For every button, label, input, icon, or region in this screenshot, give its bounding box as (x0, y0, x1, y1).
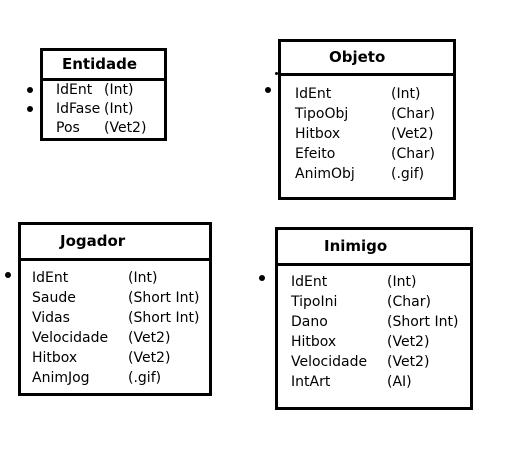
entity-inimigo: Inimigo IdEnt (Int) TipoIni (Char) Dano … (275, 227, 473, 410)
field-name: Hitbox (32, 350, 78, 366)
entity-title-text: Entidade (62, 55, 138, 73)
field-type: (Vet2) (387, 354, 430, 370)
field-name: TipoObj (295, 106, 349, 122)
field-row: AnimJog (.gif) (21, 368, 209, 388)
field-name: Velocidade (32, 330, 109, 346)
field-type: (.gif) (391, 166, 425, 182)
field-row: Dano (Short Int) (278, 312, 470, 332)
field-name: Dano (291, 314, 328, 330)
field-row: IdFase (Int) (43, 99, 164, 119)
field-type: (Int) (387, 274, 417, 290)
field-type: (Vet2) (387, 334, 430, 350)
field-row: AnimObj (.gif) (281, 164, 453, 184)
field-row: Velocidade (Vet2) (21, 328, 209, 348)
field-type: (Char) (391, 106, 435, 122)
field-name: Hitbox (291, 334, 337, 350)
field-type: (Char) (387, 294, 431, 310)
field-row: IdEnt (Int) (281, 84, 453, 104)
field-type: (Int) (104, 101, 134, 117)
field-type: (Char) (391, 146, 435, 162)
field-row: Saude (Short Int) (21, 288, 209, 308)
field-type: (Vet2) (128, 350, 171, 366)
field-name: IntArt (291, 374, 331, 390)
field-type: (Vet2) (128, 330, 171, 346)
entity-title: Objeto (281, 42, 453, 76)
field-type: (.gif) (128, 370, 162, 386)
entity-title-text: Jogador (60, 232, 126, 250)
field-row: Hitbox (Vet2) (21, 348, 209, 368)
field-type: (Vet2) (104, 120, 147, 136)
field-row: Velocidade (Vet2) (278, 352, 470, 372)
field-name: Hitbox (295, 126, 341, 142)
field-name: IdEnt (291, 274, 328, 290)
field-name: AnimObj (295, 166, 355, 182)
entity-objeto: Objeto IdEnt (Int) TipoObj (Char) Hitbox… (278, 39, 456, 200)
bullet-marker (27, 87, 33, 93)
field-name: IdEnt (56, 82, 93, 98)
field-type: (Int) (104, 82, 134, 98)
entity-entidade: Entidade IdEnt (Int) IdFase (Int) Pos (V… (40, 48, 167, 141)
field-row: TipoIni (Char) (278, 292, 470, 312)
field-row: Hitbox (Vet2) (281, 124, 453, 144)
field-type: (Int) (391, 86, 421, 102)
entity-title-text: Inimigo (324, 237, 388, 255)
field-name: Pos (56, 120, 80, 136)
field-name: AnimJog (32, 370, 90, 386)
field-type: (Short Int) (128, 290, 200, 306)
field-name: IdEnt (295, 86, 332, 102)
field-name: Saude (32, 290, 76, 306)
bullet-marker (259, 275, 265, 281)
field-row: IntArt (AI) (278, 372, 470, 392)
field-type: (Short Int) (387, 314, 459, 330)
field-type: (AI) (387, 374, 412, 390)
field-row: IdEnt (Int) (278, 272, 470, 292)
bullet-marker (265, 87, 271, 93)
entity-title: Jogador (21, 225, 209, 261)
entity-title-text: Objeto (329, 48, 386, 66)
field-row: Pos (Vet2) (43, 118, 164, 138)
field-row: Vidas (Short Int) (21, 308, 209, 328)
entity-title: Inimigo (278, 230, 470, 266)
field-row: IdEnt (Int) (21, 268, 209, 288)
bullet-marker (275, 72, 278, 75)
field-type: (Int) (128, 270, 158, 286)
bullet-marker (5, 272, 11, 278)
field-name: Velocidade (291, 354, 368, 370)
field-type: (Vet2) (391, 126, 434, 142)
field-name: TipoIni (291, 294, 338, 310)
field-name: Vidas (32, 310, 70, 326)
field-row: Hitbox (Vet2) (278, 332, 470, 352)
field-name: IdFase (56, 101, 101, 117)
field-name: IdEnt (32, 270, 69, 286)
entity-jogador: Jogador IdEnt (Int) Saude (Short Int) Vi… (18, 222, 212, 396)
entity-title: Entidade (43, 51, 164, 81)
field-name: Efeito (295, 146, 336, 162)
field-row: Efeito (Char) (281, 144, 453, 164)
field-type: (Short Int) (128, 310, 200, 326)
field-row: IdEnt (Int) (43, 80, 164, 100)
bullet-marker (27, 106, 33, 112)
field-row: TipoObj (Char) (281, 104, 453, 124)
